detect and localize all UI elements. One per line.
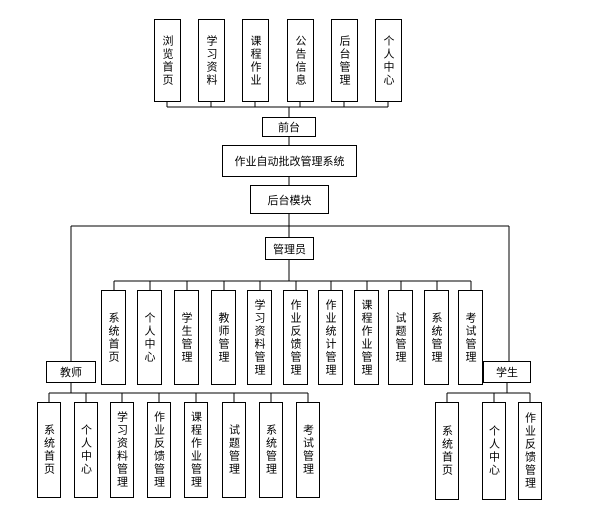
- admin-module-personal-center: 个人中心: [137, 290, 162, 385]
- frontend-page-announcements: 公告信息: [287, 19, 314, 102]
- admin-module-label: 系统管理: [430, 311, 443, 364]
- frontend-page-study-materials: 学习资料: [198, 19, 225, 102]
- frontend-page-label: 浏览首页: [161, 34, 174, 87]
- teacher-module-system-management: 系统管理: [259, 402, 283, 498]
- admin-node: 管理员: [265, 237, 314, 260]
- teacher-module-homework-feedback: 作业反馈管理: [147, 402, 171, 498]
- frontend-page-label: 公告信息: [294, 34, 307, 87]
- student-node: 学生: [483, 361, 531, 383]
- admin-module-study-materials: 学习资料管理: [247, 290, 272, 385]
- teacher-module-label: 学习资料管理: [115, 411, 129, 489]
- teacher-module-personal-center: 个人中心: [74, 402, 98, 498]
- system-node: 作业自动批改管理系统: [222, 145, 357, 177]
- admin-module-label: 教师管理: [217, 311, 230, 364]
- teacher-module-label: 系统管理: [264, 424, 278, 476]
- admin-module-label: 学生管理: [180, 311, 193, 364]
- backend-module-node: 后台模块: [250, 185, 329, 214]
- admin-module-course-homework: 课程作业管理: [354, 290, 379, 385]
- admin-module-label: 作业统计管理: [324, 298, 337, 377]
- teacher-module-label: 个人中心: [79, 424, 93, 476]
- admin-module-label: 系统首页: [107, 311, 120, 364]
- frontend-page-backend-admin: 后台管理: [331, 19, 358, 102]
- admin-module-label: 个人中心: [143, 311, 156, 364]
- teacher-module-label: 试题管理: [227, 424, 241, 476]
- frontend-page-course-homework: 课程作业: [242, 19, 269, 102]
- student-module-label: 个人中心: [487, 425, 501, 477]
- admin-module-system-management: 系统管理: [424, 290, 449, 385]
- admin-module-system-home: 系统首页: [101, 290, 126, 385]
- admin-node-label: 管理员: [273, 242, 306, 256]
- admin-module-student-management: 学生管理: [174, 290, 199, 385]
- frontend-node-label: 前台: [278, 121, 300, 134]
- student-module-system-home: 系统首页: [435, 402, 459, 500]
- teacher-node: 教师: [46, 361, 96, 383]
- teacher-module-label: 考试管理: [301, 424, 315, 476]
- teacher-module-label: 课程作业管理: [189, 411, 203, 489]
- frontend-page-label: 后台管理: [338, 34, 351, 87]
- frontend-page-home: 浏览首页: [154, 19, 181, 102]
- teacher-module-study-materials: 学习资料管理: [110, 402, 134, 498]
- frontend-page-label: 个人中心: [382, 34, 395, 87]
- student-node-label: 学生: [496, 366, 518, 379]
- admin-module-question-management: 试题管理: [388, 290, 413, 385]
- frontend-page-label: 课程作业: [249, 34, 262, 87]
- student-module-label: 系统首页: [440, 425, 454, 477]
- teacher-module-label: 系统首页: [42, 424, 56, 476]
- teacher-module-system-home: 系统首页: [37, 402, 61, 498]
- admin-module-homework-statistics: 作业统计管理: [318, 290, 343, 385]
- admin-module-exam-management: 考试管理: [458, 290, 483, 385]
- student-module-label: 作业反馈管理: [523, 412, 537, 490]
- admin-module-homework-feedback: 作业反馈管理: [283, 290, 308, 385]
- teacher-module-exam-management: 考试管理: [296, 402, 320, 498]
- admin-module-label: 考试管理: [464, 311, 477, 364]
- student-module-personal-center: 个人中心: [482, 402, 506, 500]
- student-module-homework-feedback: 作业反馈管理: [518, 402, 542, 500]
- admin-module-label: 课程作业管理: [360, 298, 373, 377]
- frontend-page-personal-center: 个人中心: [375, 19, 402, 102]
- frontend-node: 前台: [262, 117, 316, 137]
- teacher-module-course-homework: 课程作业管理: [184, 402, 208, 498]
- teacher-node-label: 教师: [60, 366, 82, 379]
- teacher-module-label: 作业反馈管理: [152, 411, 166, 489]
- frontend-page-label: 学习资料: [205, 34, 218, 87]
- system-node-label: 作业自动批改管理系统: [234, 155, 345, 168]
- admin-module-label: 试题管理: [394, 311, 407, 364]
- admin-module-teacher-management: 教师管理: [211, 290, 236, 385]
- teacher-module-question-management: 试题管理: [222, 402, 246, 498]
- backend-module-label: 后台模块: [267, 193, 312, 207]
- admin-module-label: 作业反馈管理: [289, 298, 302, 377]
- admin-module-label: 学习资料管理: [253, 298, 266, 377]
